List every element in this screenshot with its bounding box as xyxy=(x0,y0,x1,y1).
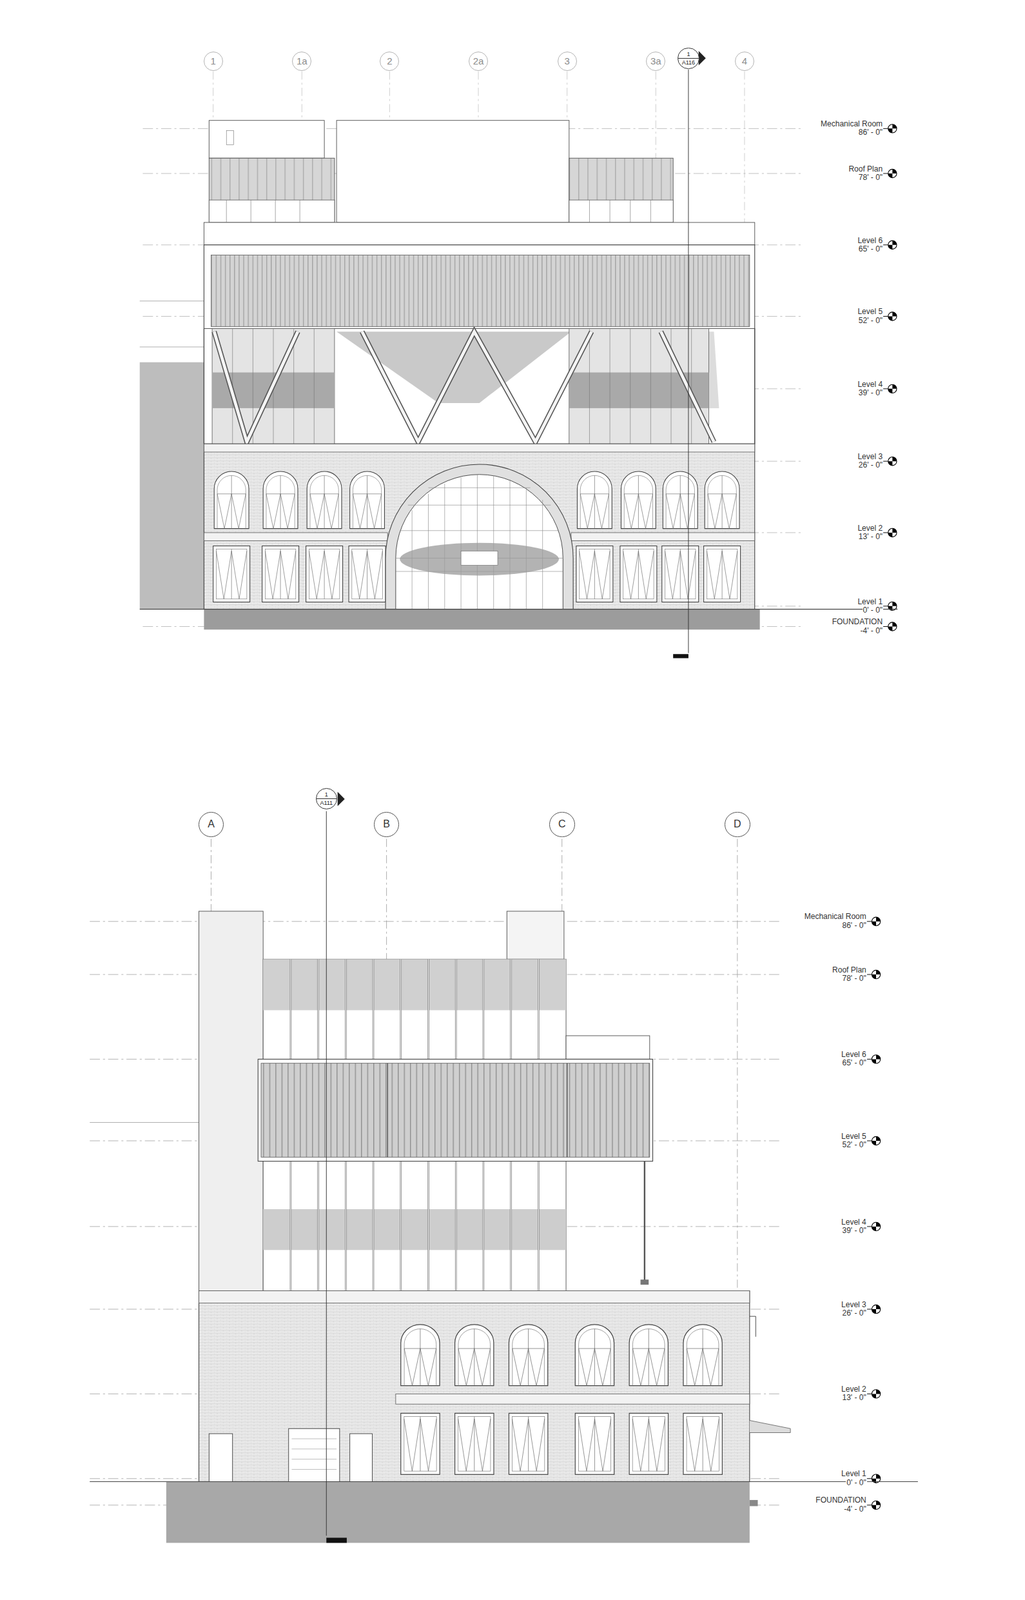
marker-divider xyxy=(316,798,337,799)
level-markers xyxy=(883,124,897,631)
grid-label: 3 xyxy=(564,55,570,67)
section-marker: 1A116 xyxy=(677,47,699,69)
level-name: Mechanical Room xyxy=(803,912,868,921)
level-elevation: 78' - 0" xyxy=(858,173,884,182)
level-elevation: 52' - 0" xyxy=(858,316,884,325)
grid-bubble: 2a xyxy=(468,51,489,71)
grid-bubble: 3 xyxy=(557,51,577,71)
grid-label: C xyxy=(558,818,567,830)
level-name: Roof Plan xyxy=(847,165,884,174)
level-name: FOUNDATION xyxy=(831,617,884,626)
sheet-reference: A111 xyxy=(319,799,333,806)
grid-label: 1a xyxy=(296,55,308,67)
level-name: Level 5 xyxy=(856,307,884,316)
level-name: Level 2 xyxy=(856,524,884,533)
grid-label: 4 xyxy=(741,55,748,67)
level-elevation: 13' - 0" xyxy=(858,532,884,541)
sheet-reference: A116 xyxy=(682,59,695,66)
grid-bubble: B xyxy=(373,811,400,838)
level-elevation: 26' - 0" xyxy=(858,460,884,470)
level-name: Level 1 xyxy=(856,597,884,606)
grid-bubble: 4 xyxy=(734,51,755,71)
grid-bubble: 2 xyxy=(379,51,400,71)
grid-bubble: 1a xyxy=(292,51,312,71)
grid-bubble: 3a xyxy=(645,51,666,71)
level-name: Level 5 xyxy=(840,1132,868,1141)
grid-label: D xyxy=(733,818,742,830)
level-elevation: 0' - 0" xyxy=(845,1478,868,1487)
level-elevation: 39' - 0" xyxy=(841,1226,868,1235)
level-elevation: 26' - 0" xyxy=(841,1308,868,1318)
grid-label: A xyxy=(207,818,215,830)
level-elevation: 52' - 0" xyxy=(841,1140,868,1149)
level-elevation: -4' - 0" xyxy=(859,626,884,635)
level-markers xyxy=(867,916,881,1509)
level-name: Level 2 xyxy=(840,1384,868,1394)
building-top xyxy=(139,120,898,630)
level-elevation: 13' - 0" xyxy=(841,1393,868,1402)
level-name: Level 6 xyxy=(840,1050,868,1059)
level-elevation: 78' - 0" xyxy=(841,974,868,983)
level-name: Level 3 xyxy=(856,452,884,461)
level-elevation: 86' - 0" xyxy=(858,128,884,137)
sheet-reference: 1 xyxy=(324,790,329,798)
level-elevation: 39' - 0" xyxy=(858,388,884,398)
level-name: Mechanical Room xyxy=(820,119,884,129)
grid-bubble: C xyxy=(549,811,576,838)
level-name: Level 3 xyxy=(840,1300,868,1309)
grid-label: B xyxy=(382,818,391,830)
grid-bubble: 1 xyxy=(203,51,224,71)
building-bottom xyxy=(89,910,918,1543)
grid-label: 2a xyxy=(473,55,485,67)
grid-bubble: A xyxy=(198,811,225,838)
level-name: Level 6 xyxy=(856,236,884,245)
level-elevation: 0' - 0" xyxy=(862,605,884,615)
level-elevation: -4' - 0" xyxy=(843,1504,868,1514)
level-name: FOUNDATION xyxy=(814,1495,867,1504)
section-cut-bottom xyxy=(326,791,347,1543)
sheet-reference: 1 xyxy=(686,50,690,58)
grid-label: 3a xyxy=(650,55,662,67)
level-elevation: 86' - 0" xyxy=(841,921,868,930)
level-elevation: 65' - 0" xyxy=(841,1058,868,1067)
level-name: Level 4 xyxy=(856,380,884,389)
marker-divider xyxy=(678,58,699,59)
grid-label: 1 xyxy=(210,55,216,67)
grid-label: 2 xyxy=(386,55,392,67)
section-marker: 1A111 xyxy=(315,787,338,810)
level-name: Level 4 xyxy=(840,1217,868,1227)
section-cut-top xyxy=(673,50,706,658)
grid-bubble: D xyxy=(724,811,751,838)
level-name: Roof Plan xyxy=(831,965,868,975)
level-elevation: 65' - 0" xyxy=(858,244,884,254)
level-lines xyxy=(89,921,781,1505)
level-name: Level 1 xyxy=(840,1469,868,1478)
